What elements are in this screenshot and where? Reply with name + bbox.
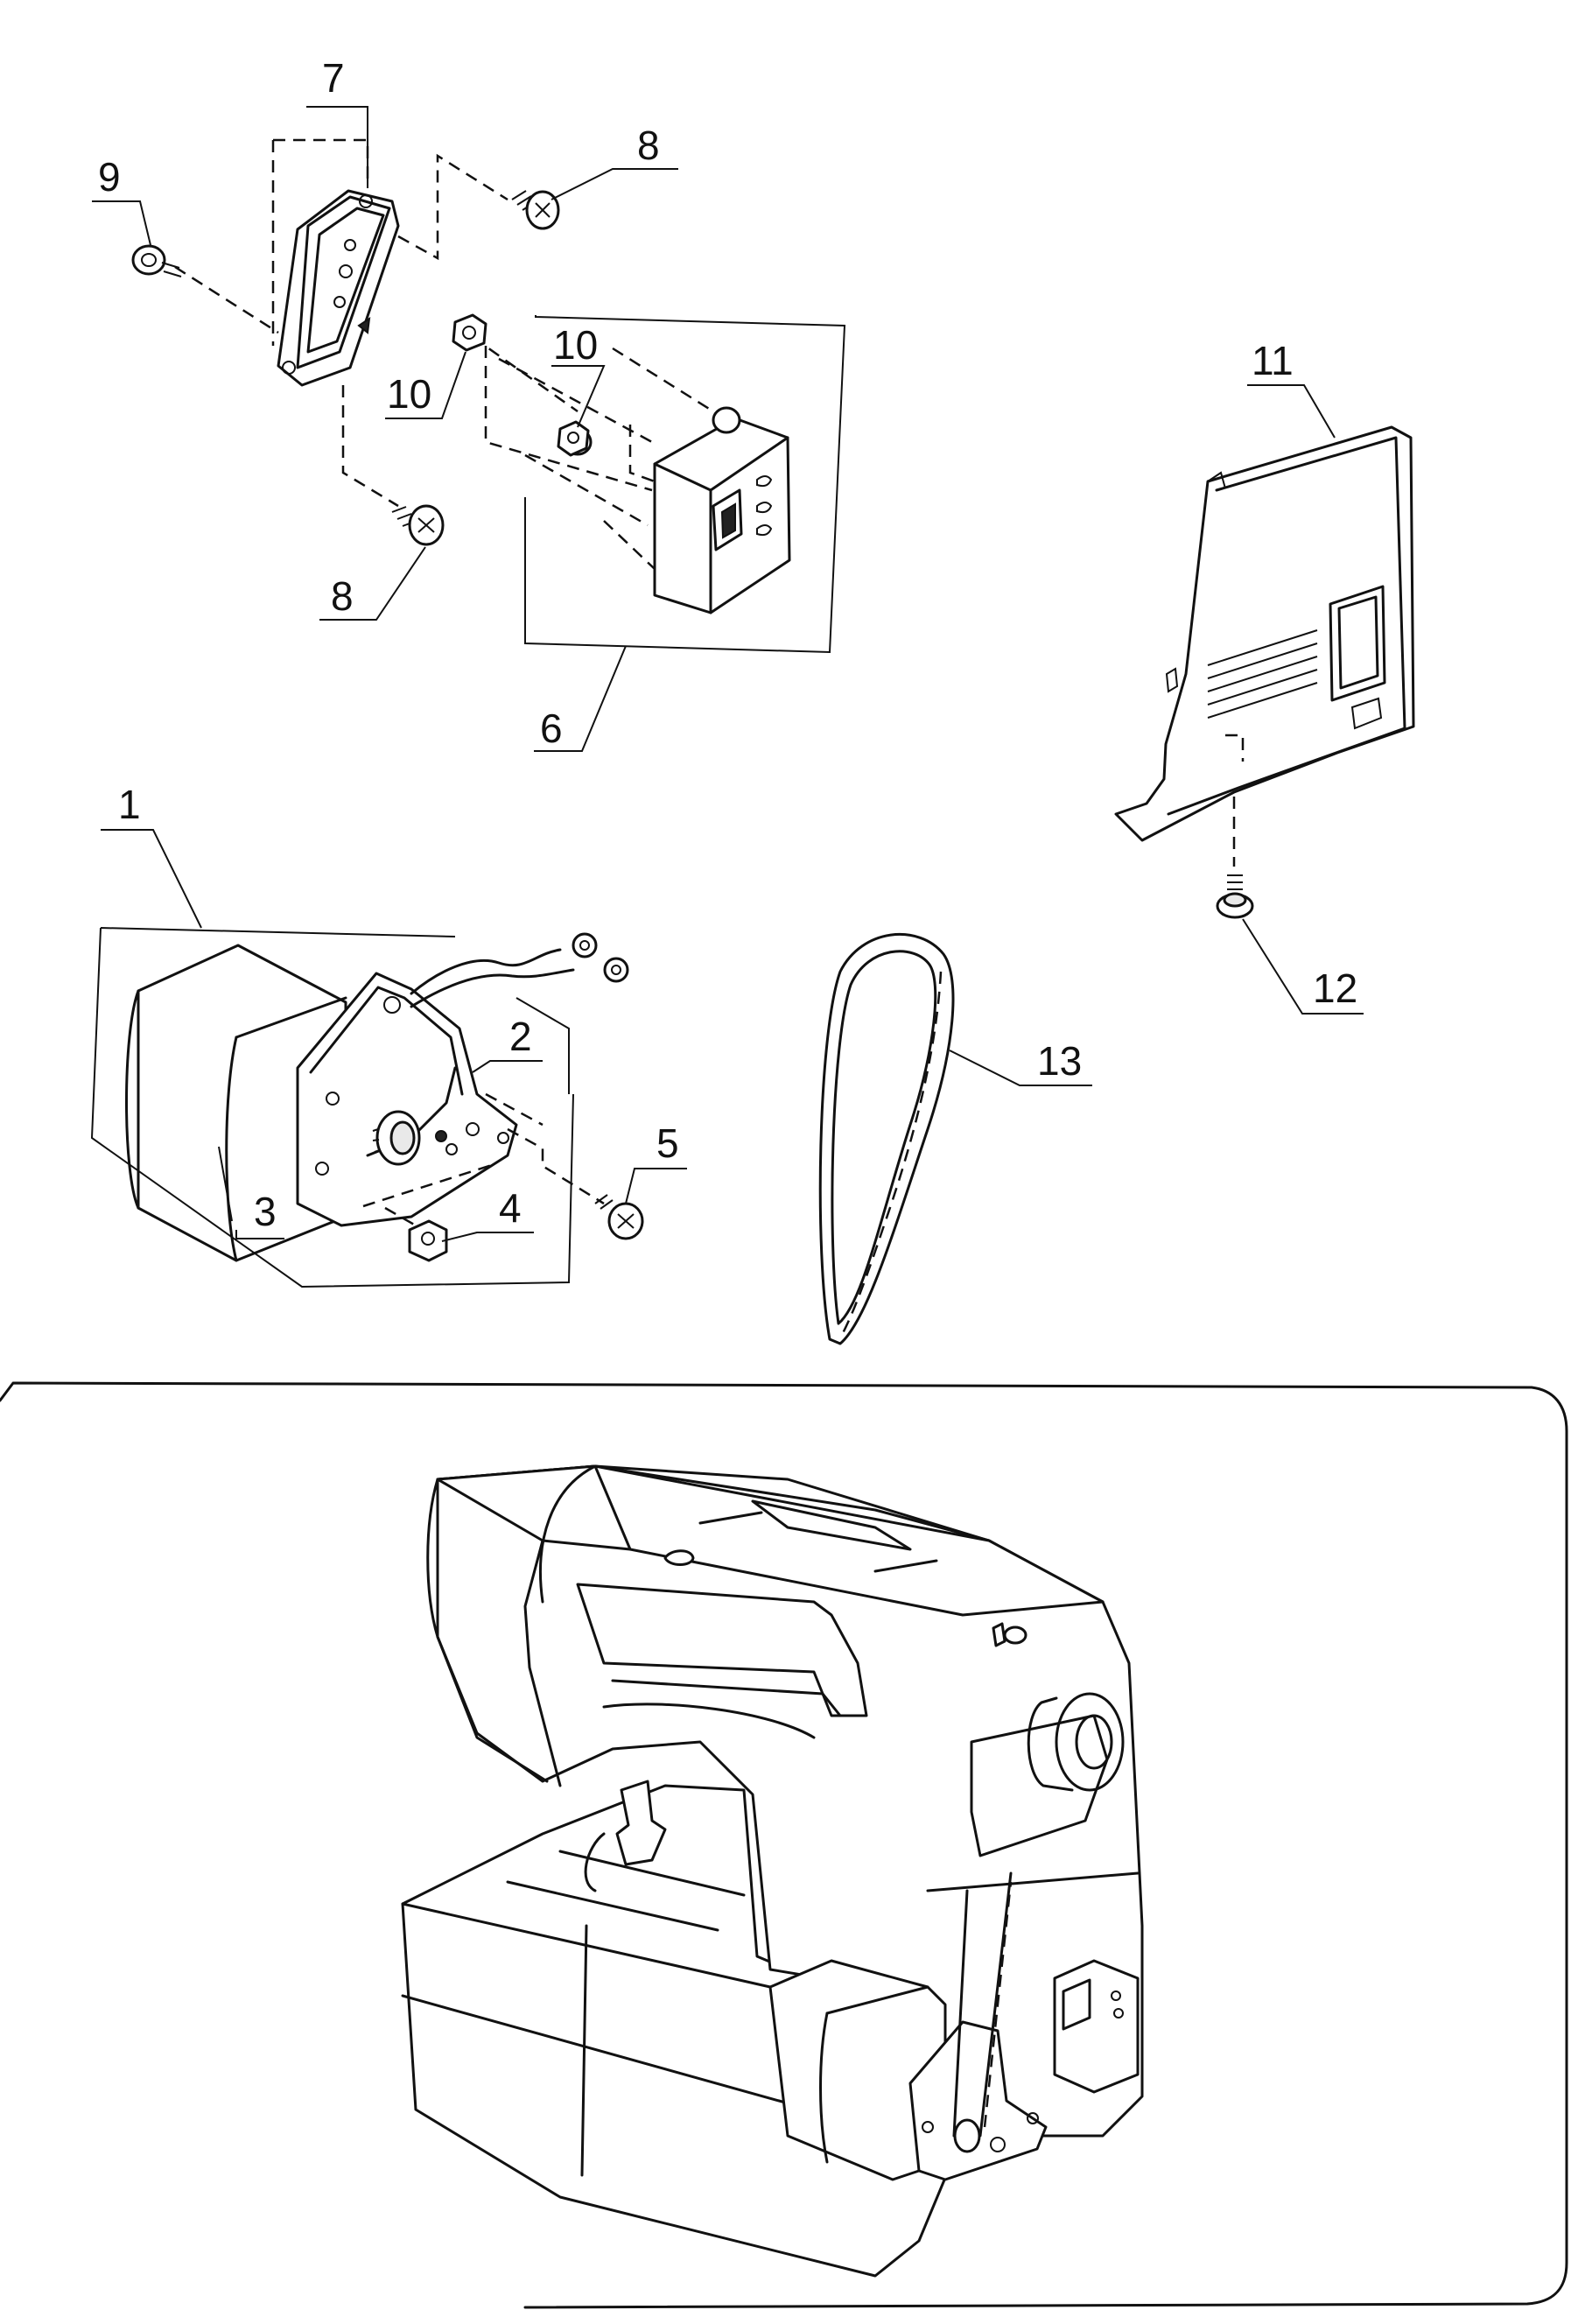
part-1-motor-assembly: [125, 932, 629, 1262]
callout-5: 5: [656, 1120, 679, 1166]
guide-7-top: [273, 138, 369, 184]
guide-5b: [485, 1092, 544, 1127]
leader-8b: [319, 546, 426, 621]
callout-7: 7: [322, 55, 345, 101]
callout-3: 3: [254, 1189, 277, 1234]
leader-4: [441, 1232, 534, 1242]
callout-12: 12: [1313, 965, 1357, 1011]
guide-4: [384, 1206, 417, 1227]
leader-13: [949, 1050, 1092, 1086]
guide-7-right: [397, 153, 508, 261]
inset-frame: [0, 1381, 1568, 2309]
callout-2: 2: [509, 1014, 532, 1059]
part-4-nut: [408, 1219, 448, 1262]
callout-8-bottom: 8: [331, 573, 354, 619]
callout-1: 1: [118, 782, 141, 827]
guide-5: [507, 1127, 605, 1205]
callout-10-right: 10: [553, 322, 598, 368]
callout-10-left: 10: [387, 371, 431, 417]
part-7-switch-plate: [277, 189, 400, 387]
guide-6-f: [628, 425, 656, 483]
guide-4b: [362, 1162, 495, 1208]
leader-3b: [218, 1146, 233, 1222]
guide-6-b: [484, 346, 653, 492]
guide-6-d: [612, 347, 714, 413]
leader-7: [306, 106, 368, 188]
part-10-nut-left: [452, 313, 487, 352]
guide-6-g: [603, 520, 656, 570]
leader-2: [472, 1060, 543, 1073]
leader-10a: [385, 351, 466, 419]
leader-8a: [551, 168, 678, 200]
leader-11: [1247, 384, 1336, 439]
part-6-switch-box: [563, 406, 791, 614]
part-8-screw-bottom: [391, 504, 445, 546]
bracket-1: [90, 927, 574, 1288]
callout-6: 6: [540, 706, 563, 751]
guide-6-c: [498, 357, 653, 444]
callout-8-top: 8: [637, 123, 660, 168]
part-13-timing-belt: [818, 933, 955, 1345]
callout-9: 9: [98, 154, 121, 200]
leader-5: [625, 1168, 687, 1204]
guide-6-e: [524, 453, 649, 527]
callout-11: 11: [1252, 338, 1294, 383]
leader-1: [101, 829, 202, 929]
sewing-machine-illustration: [401, 1464, 1144, 2278]
part-8-screw-top: [511, 190, 560, 230]
bracket-6: [524, 315, 846, 654]
bracket-6-pointer: [534, 645, 627, 752]
part-11-side-cover: [1114, 425, 1415, 842]
callout-13: 13: [1037, 1038, 1082, 1084]
callout-4: 4: [499, 1185, 522, 1231]
part-12-screw: [1216, 874, 1254, 919]
part-10-nut-right: [557, 420, 590, 457]
guide-7-bottom: [341, 385, 399, 508]
guide-9: [174, 265, 279, 334]
leader-3: [235, 1230, 284, 1239]
leader-9: [92, 200, 151, 246]
bracket-1-right: [515, 997, 570, 1094]
leader-12: [1242, 918, 1364, 1015]
part-9-screw: [131, 244, 182, 277]
leader-10b: [551, 365, 606, 428]
